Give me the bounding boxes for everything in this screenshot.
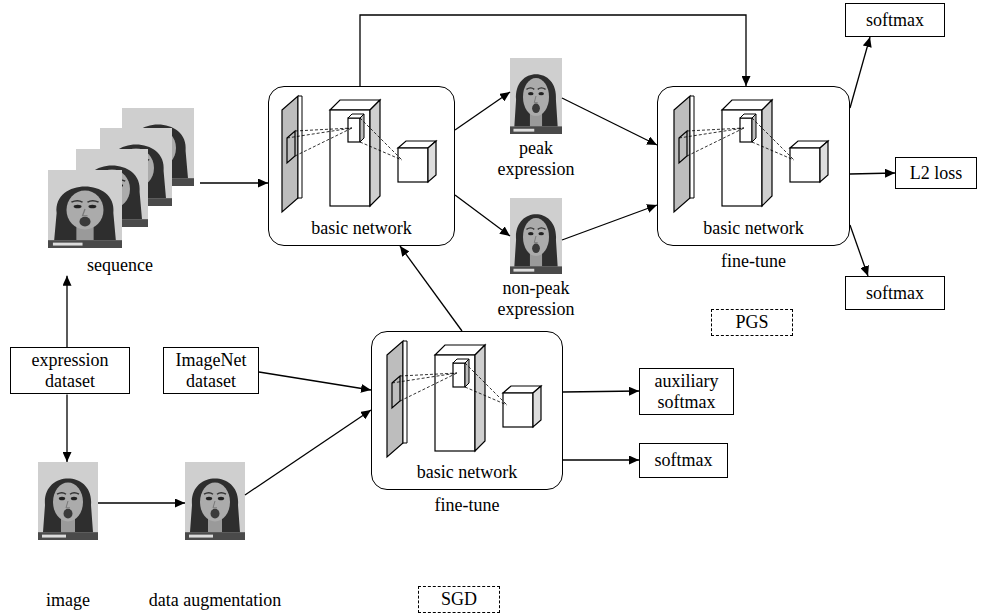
arrow-connector <box>850 225 868 276</box>
arrow-connector <box>98 502 185 503</box>
network-block: basic networkfine-tune <box>371 331 563 490</box>
arrow-connector <box>563 459 639 460</box>
box-label: softmax <box>866 10 924 31</box>
network-block: basic network <box>268 86 455 246</box>
face-image: image <box>38 462 98 540</box>
image-caption: peak expression <box>486 138 586 179</box>
arrow-connector <box>562 98 657 145</box>
output-box: softmax <box>845 3 945 37</box>
box-label: SGD <box>441 589 477 610</box>
output-box: expression dataset <box>10 347 130 394</box>
arrow-connector <box>850 37 870 108</box>
box-label: PGS <box>735 312 768 333</box>
arrow-connector <box>563 391 639 392</box>
box-label: L2 loss <box>910 163 963 184</box>
face-photo <box>38 462 98 540</box>
arrow-connector <box>360 15 746 86</box>
image-caption: image <box>18 590 118 611</box>
optimizer-box: SGD <box>418 586 500 613</box>
cnn-illustration <box>282 96 436 212</box>
arrow-connector <box>850 173 895 174</box>
face-image: non-peak expression <box>510 198 562 274</box>
arrow-connector <box>66 394 67 462</box>
cnn-illustration <box>674 96 828 212</box>
cnn-illustration <box>387 341 541 457</box>
network-label: basic network <box>658 218 849 239</box>
network-block: basic networkfine-tune <box>657 86 850 246</box>
face-photo <box>48 170 122 248</box>
image-caption: data augmentation <box>130 590 300 611</box>
output-box: L2 loss <box>895 157 977 189</box>
arrow-connector <box>200 182 268 183</box>
stage-heading: fine-tune <box>721 251 786 272</box>
network-label: basic network <box>372 462 562 483</box>
output-box: softmax <box>845 276 945 310</box>
box-label: auxiliary softmax <box>646 371 727 412</box>
output-box: ImageNet dataset <box>163 347 259 394</box>
box-label: ImageNet dataset <box>170 350 252 391</box>
face-photo <box>185 462 245 540</box>
box-label: softmax <box>655 450 713 471</box>
image-caption: sequence <box>40 255 200 276</box>
arrow-connector <box>66 276 67 347</box>
arrow-connector <box>455 92 510 130</box>
face-image: data augmentation <box>185 462 245 540</box>
arrow-connector <box>245 410 371 495</box>
output-box: softmax <box>639 443 728 478</box>
arrow-connector <box>562 205 657 240</box>
box-label: expression dataset <box>17 350 123 391</box>
arrow-connector <box>455 195 510 236</box>
face-photo <box>510 198 562 274</box>
output-box: auxiliary softmax <box>639 368 734 415</box>
optimizer-box: PGS <box>711 309 793 336</box>
face-photo <box>510 58 562 134</box>
arrow-connector <box>259 372 371 390</box>
stage-heading: fine-tune <box>435 495 500 516</box>
box-label: softmax <box>866 283 924 304</box>
face-image: peak expression <box>510 58 562 134</box>
arrow-connector <box>400 246 462 331</box>
image-sequence: sequence <box>40 100 200 276</box>
network-label: basic network <box>269 218 454 239</box>
image-caption: non-peak expression <box>486 278 586 319</box>
